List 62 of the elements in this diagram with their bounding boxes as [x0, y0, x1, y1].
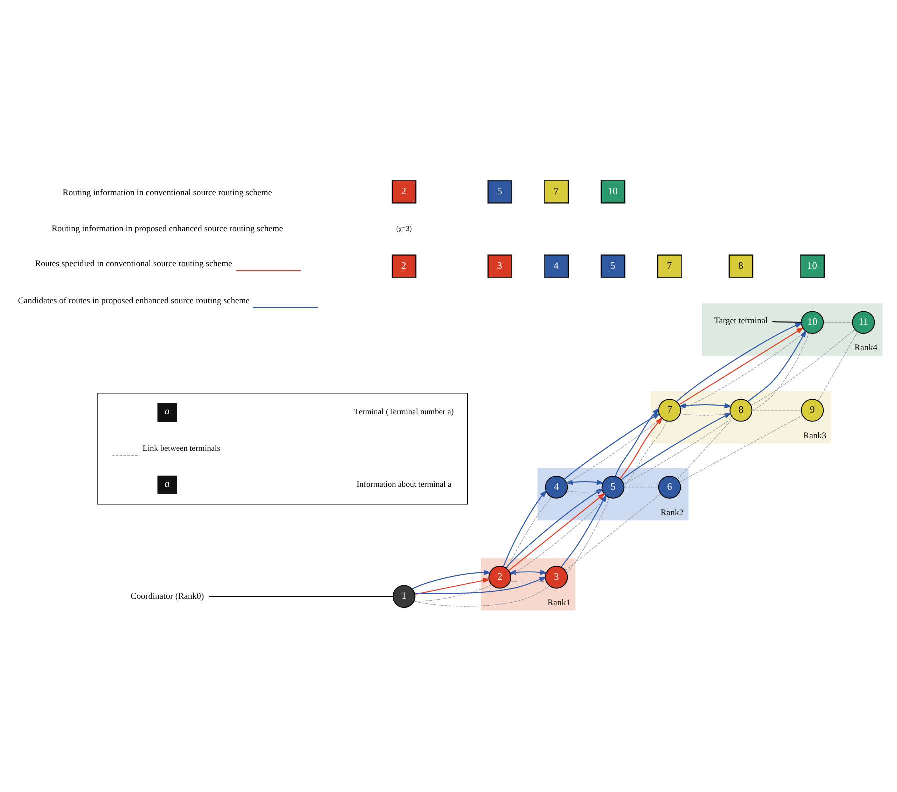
connector [679, 414, 803, 482]
node-circle: 5 [602, 475, 625, 498]
label: Routing information in proposed enhanced source routing scheme [52, 222, 284, 233]
legend-label: Link between terminals [142, 444, 220, 453]
connector [414, 584, 492, 602]
node-circle: 2 [488, 566, 512, 588]
connector [566, 497, 610, 573]
legend-label: Routes specidied in conventional source routing scheme [35, 258, 232, 268]
arrow [503, 490, 548, 567]
label: a [164, 406, 170, 418]
arrow [620, 416, 664, 479]
node-circle: 10 [801, 310, 824, 334]
connector [208, 596, 394, 597]
label: 8 [738, 260, 744, 272]
label: 2 [402, 186, 406, 197]
node-circle: 7 [658, 398, 682, 422]
arrow [561, 494, 607, 568]
connector [565, 493, 662, 571]
label: 2 [402, 260, 406, 272]
arrow [414, 578, 491, 595]
arrow [508, 569, 548, 575]
label: 7 [554, 186, 559, 197]
node-circle: 3 [545, 566, 568, 588]
label: a [164, 478, 170, 490]
node-circle: 11 [852, 310, 876, 334]
arrow [412, 570, 492, 590]
arrow [678, 402, 732, 408]
connector [624, 486, 660, 488]
legend-label: Information about terminal a [356, 480, 452, 489]
connector [566, 490, 604, 492]
connector [680, 413, 732, 416]
connector [624, 420, 668, 487]
connector [510, 580, 547, 582]
node-circle: 4 [545, 475, 568, 498]
node-circle: 1 [392, 584, 416, 608]
node-box [97, 392, 468, 504]
legend-label: Terminal (Terminal number a) [354, 407, 454, 416]
label: 10 [608, 186, 618, 197]
connector [818, 331, 858, 401]
node-text: Coordinator (Rank0) [130, 590, 204, 600]
label: 7 [667, 260, 672, 272]
label: 5 [610, 260, 616, 272]
legend-label: Candidates of routes in proposed enhanced source routing scheme [18, 294, 250, 305]
node-circle: 8 [730, 398, 753, 422]
connector [506, 496, 552, 569]
label: Routing information in conventional source routing scheme [62, 187, 272, 198]
node-circle: 6 [658, 475, 682, 498]
node-circle: 9 [801, 398, 824, 422]
node-text: Target terminal [714, 315, 768, 326]
connector [677, 418, 734, 480]
connector [772, 321, 802, 322]
arrow [615, 407, 660, 477]
arrow [748, 330, 807, 402]
connector [414, 585, 550, 606]
label: 3 [497, 260, 502, 272]
arrow [565, 479, 604, 485]
label: 10 [807, 260, 818, 272]
label: 5 [497, 186, 502, 197]
label: 4 [554, 260, 559, 272]
connector [752, 332, 810, 410]
connector [750, 328, 856, 406]
arrow [414, 576, 548, 594]
